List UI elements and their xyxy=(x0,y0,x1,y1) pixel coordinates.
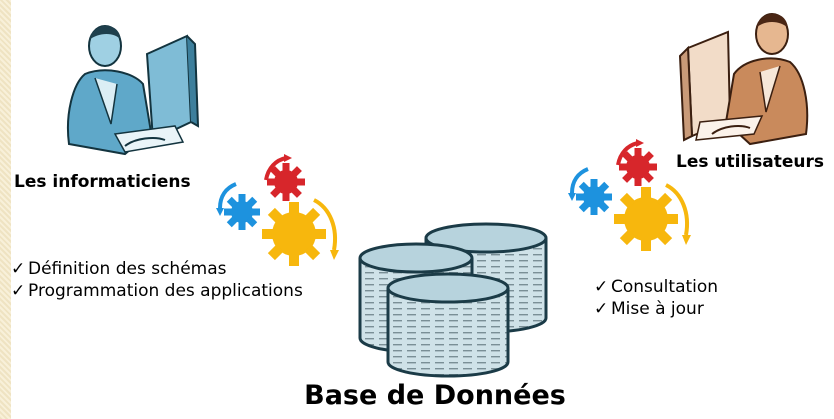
gears-icon-right xyxy=(568,139,691,251)
user-tasks-list: ✓ Consultation ✓ Mise à jour xyxy=(594,276,718,320)
checkmark-icon: ✓ xyxy=(11,259,26,279)
database-icon xyxy=(358,222,548,378)
checkmark-icon: ✓ xyxy=(11,281,26,301)
developer-figure xyxy=(67,25,200,156)
list-item: ✓ Mise à jour xyxy=(594,298,718,320)
gear-yellow xyxy=(262,202,326,266)
task-label: Définition des schémas xyxy=(28,259,227,279)
list-item: ✓ Consultation xyxy=(594,276,718,298)
developers-label: Les informaticiens xyxy=(14,172,191,192)
task-label: Consultation xyxy=(611,277,719,297)
gears-icon-left xyxy=(216,154,339,266)
checkmark-icon: ✓ xyxy=(594,299,609,319)
decorative-border xyxy=(0,0,11,419)
list-item: ✓ Définition des schémas xyxy=(11,258,303,280)
task-label: Mise à jour xyxy=(611,299,704,319)
users-label: Les utilisateurs xyxy=(676,152,824,172)
gear-blue xyxy=(224,194,260,230)
database-label: Base de Données xyxy=(304,380,566,411)
checkmark-icon: ✓ xyxy=(594,277,609,297)
developer-tasks-list: ✓ Définition des schémas ✓ Programmation… xyxy=(11,258,303,302)
user-figure xyxy=(678,13,809,146)
gear-red xyxy=(267,163,305,201)
task-label: Programmation des applications xyxy=(28,281,303,301)
list-item: ✓ Programmation des applications xyxy=(11,280,303,302)
db-cylinder xyxy=(386,272,510,378)
